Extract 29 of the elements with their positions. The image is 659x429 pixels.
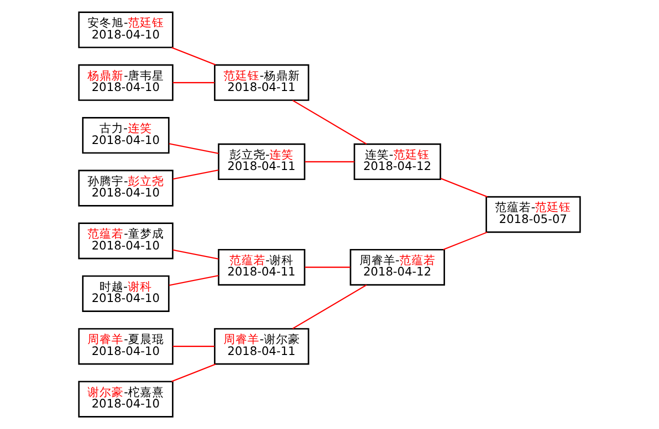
node-box: 周睿羊-夏晨琨 2018-04-10: [78, 328, 174, 365]
connector: [172, 82, 214, 84]
node-box: 范蕴若-范廷钰 2018-05-07: [486, 196, 581, 233]
node-box: 古力-连笑 2018-04-10: [82, 117, 170, 154]
connector: [169, 274, 219, 286]
node-box: 孙腾宇-彭立尧 2018-04-10: [78, 170, 174, 206]
connector: [440, 178, 488, 198]
node-box: 周睿羊-范蕴若 2018-04-12: [350, 248, 446, 286]
node-box: 安冬旭-范廷钰 2018-04-10: [78, 12, 174, 48]
connector: [292, 100, 367, 145]
node-box: 谢尔豪-柁嘉熹 2018-04-10: [78, 380, 174, 418]
node-box: 周睿羊-谢尔豪 2018-04-11: [214, 328, 310, 365]
connector: [172, 169, 219, 180]
node-box: 范廷钰-杨鼎新 2018-04-11: [214, 64, 310, 101]
node-box: 范蕴若-谢科 2018-04-11: [218, 248, 306, 286]
connector: [172, 47, 216, 66]
connector: [172, 249, 219, 260]
node-box: 杨鼎新-唐韦星 2018-04-10: [78, 64, 174, 101]
node-box: 范蕴若-童梦成 2018-04-10: [78, 222, 174, 260]
connector: [169, 143, 219, 154]
connector: [172, 346, 214, 347]
connector: [292, 284, 367, 330]
node-box: 彭立尧-连笑 2018-04-11: [218, 143, 306, 180]
connector: [304, 266, 350, 268]
node-box: 时越-谢科 2018-04-10: [82, 275, 170, 312]
connector: [304, 161, 354, 162]
connector: [172, 364, 216, 382]
node-box: 连笑-范廷钰 2018-04-12: [354, 143, 442, 180]
connector: [443, 232, 488, 250]
